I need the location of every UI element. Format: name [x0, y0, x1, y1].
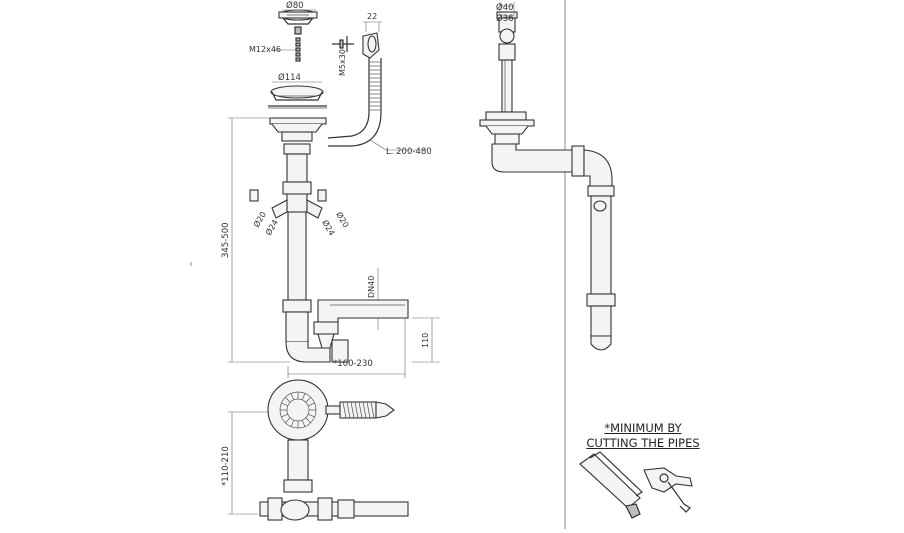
- side-view: [479, 2, 616, 351]
- label-side-top-dia: Ø40: [496, 2, 514, 13]
- grill-rib: [350, 401, 355, 419]
- rosette-spoke: [305, 397, 311, 403]
- rosette-spoke: [281, 413, 288, 418]
- label-trap-height: 110: [421, 333, 430, 348]
- rosette-spoke: [285, 397, 291, 403]
- note-line-2: CUTTING THE PIPES: [586, 436, 700, 450]
- label-strainer-dia: Ø80: [286, 0, 304, 11]
- main-pipe: [271, 143, 409, 363]
- label-overflow-width: 22: [367, 12, 377, 21]
- cutting-note: *MINIMUM BY CUTTING THE PIPES: [583, 421, 703, 451]
- label-inlet-left-a: Ø20: [251, 210, 268, 229]
- rosette-spoke: [285, 417, 291, 423]
- rosette-spoke: [308, 402, 315, 407]
- rosette-spoke: [301, 393, 306, 400]
- plan-dims: [228, 411, 268, 515]
- overflow-head: [362, 32, 380, 59]
- rosette-spoke: [308, 413, 315, 418]
- front-view: [228, 9, 440, 378]
- grill-rib: [366, 401, 371, 419]
- rosette-spoke: [305, 417, 311, 423]
- label-screw: M12x46: [249, 45, 281, 54]
- strainer-cap: [278, 9, 318, 25]
- rosette-spoke: [290, 420, 295, 427]
- grill-rib: [362, 401, 367, 419]
- grill-rib: [370, 401, 375, 419]
- grill-rib: [358, 401, 363, 419]
- note-line-1: *MINIMUM BY: [604, 421, 682, 435]
- hacksaw-icon: [579, 451, 643, 519]
- label-height-range: 345-500: [221, 222, 231, 258]
- label-flange-dia: Ø114: [278, 72, 301, 83]
- drain-flange: [268, 85, 327, 142]
- rosette-spoke: [281, 402, 288, 407]
- label-overflow-screw: M5x30: [338, 49, 347, 76]
- grill-rib: [342, 401, 347, 419]
- overflow-screw: [332, 36, 354, 52]
- pipe-cutter-icon: [643, 467, 693, 513]
- overflow-hose: [327, 58, 382, 147]
- label-plan-depth: *110-210: [221, 446, 231, 486]
- grill-rib: [354, 401, 359, 419]
- label-inlet-right-a: Ø24: [320, 218, 337, 237]
- grill-rib: [346, 401, 351, 419]
- label-outlet-dn: DN40: [367, 276, 376, 298]
- rosette-spoke: [301, 420, 306, 427]
- side-cap-right: [317, 189, 327, 202]
- label-hose-length: L. 200-480: [386, 147, 432, 157]
- cutting-tools: [579, 451, 693, 519]
- rosette-spoke: [290, 393, 295, 400]
- label-horizontal-range: *160-230: [333, 359, 373, 369]
- label-inlet-left-b: Ø24: [263, 218, 280, 237]
- dimension-lines: [228, 9, 440, 378]
- plan-view: [228, 379, 409, 521]
- center-screw: [294, 26, 302, 62]
- label-side-inner-dia: Ø36: [496, 13, 514, 24]
- label-inlet-right-b: Ø20: [334, 210, 351, 229]
- side-cap: [249, 189, 259, 202]
